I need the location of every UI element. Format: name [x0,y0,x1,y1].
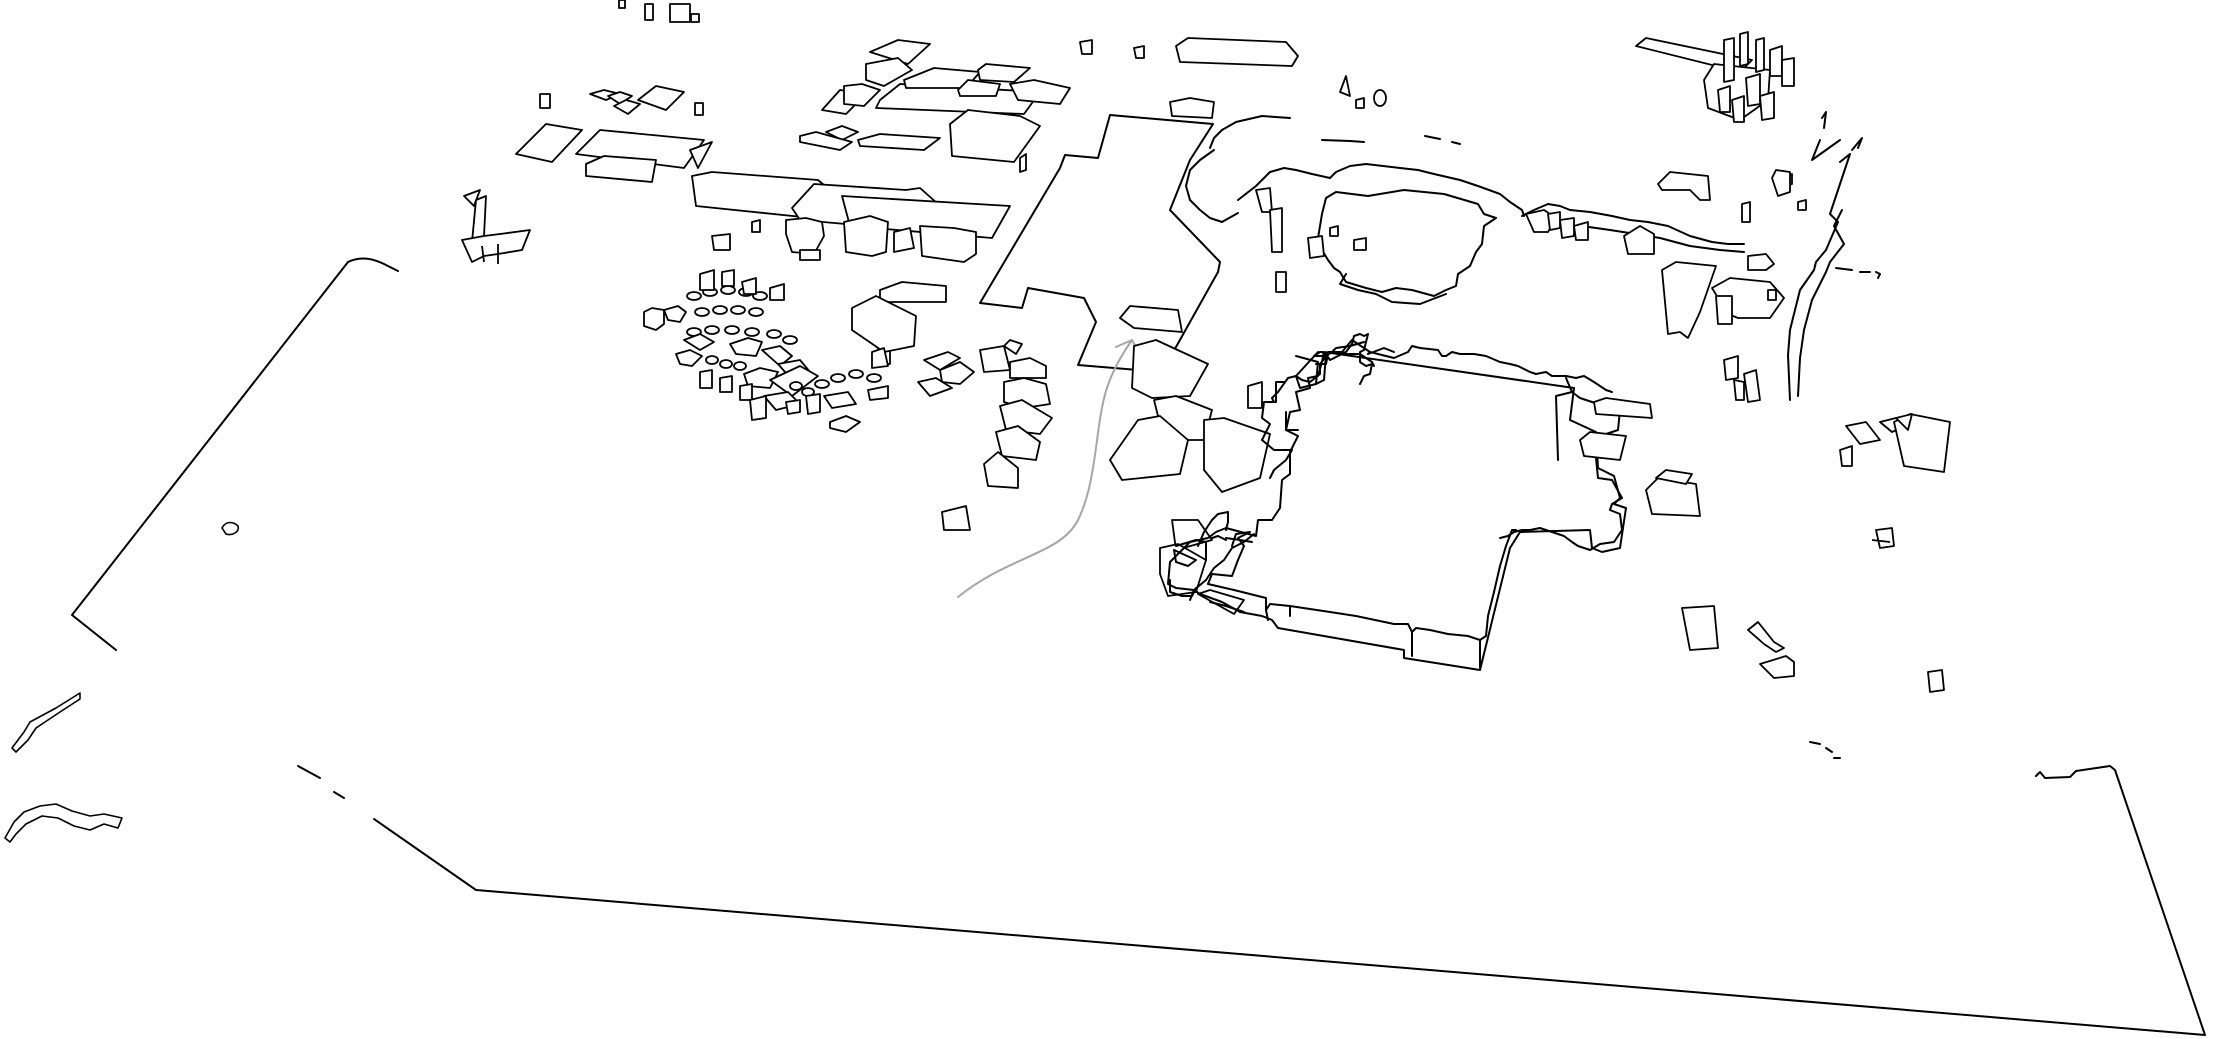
fortified-block [1307,189,1497,305]
building-cluster-right-water [1525,169,1807,403]
building-cluster-far-right-top [1635,31,1795,123]
tank-farm [643,269,891,433]
main-factory-outline [1167,351,1627,671]
main-factory [1169,333,1623,669]
building-cluster-mid-center [851,187,1287,615]
building-cluster-top-left [461,0,713,264]
building-cluster-right-lower [1579,397,1951,759]
building-cluster-top-center [691,37,1387,263]
central-parcel [979,114,1221,373]
site-ground-outline [71,257,2206,1036]
right-vertical-wall [1787,111,1881,401]
coastline-fragments [4,521,240,843]
